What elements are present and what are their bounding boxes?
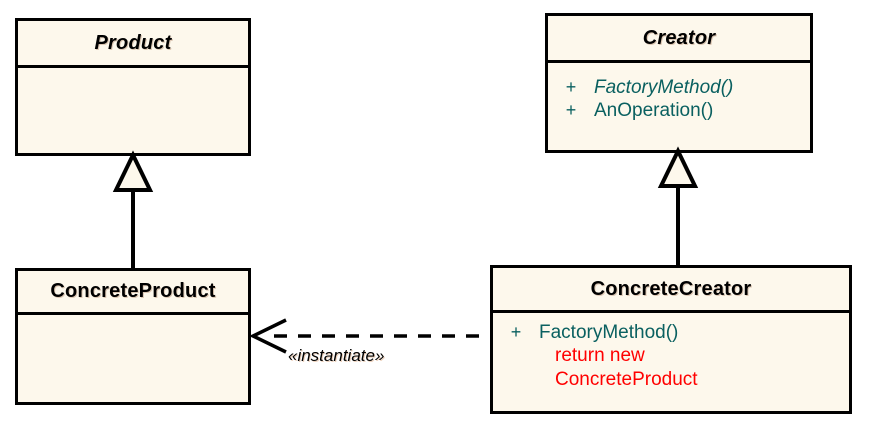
member-name: FactoryMethod() [594,77,734,98]
class-header-creator: Creator [548,16,810,63]
class-body-concrete-creator: + FactoryMethod() return new ConcretePro… [493,313,849,411]
class-name-product: Product [94,31,172,54]
code-line: return new [555,345,645,366]
generalization-creator [657,146,699,266]
class-name-concrete-product: ConcreteProduct [50,280,216,302]
member-name: AnOperation() [594,100,714,121]
class-box-product[interactable]: Product [15,18,251,156]
class-box-concrete-creator[interactable]: ConcreteCreator + FactoryMethod() return… [490,265,852,414]
member-row: + FactoryMethod() [548,76,810,99]
dependency-open-arrowhead [248,318,287,354]
member-row: + FactoryMethod() [493,321,849,344]
member-visibility: + [565,77,577,97]
generalization-triangle-product [112,150,154,192]
class-body-product [18,68,248,153]
member-visibility: + [565,100,577,120]
dependency-instantiate [248,318,492,354]
generalization-triangle-creator [657,146,699,188]
dependency-label-instantiate: «instantiate» [288,346,385,365]
class-header-concrete-product: ConcreteProduct [18,271,248,315]
class-name-concrete-creator: ConcreteCreator [590,277,752,300]
class-header-concrete-creator: ConcreteCreator [493,268,849,313]
class-box-creator[interactable]: Creator + FactoryMethod() + AnOperation(… [545,13,813,153]
code-line: ConcreteProduct [555,369,698,390]
class-body-creator: + FactoryMethod() + AnOperation() [548,63,810,150]
generalization-product [112,150,154,270]
class-name-creator: Creator [642,26,716,49]
member-visibility: + [510,322,522,342]
class-box-concrete-product[interactable]: ConcreteProduct [15,268,251,405]
class-body-concrete-product [18,315,248,402]
class-header-product: Product [18,21,248,68]
member-row: + AnOperation() [548,99,810,122]
member-name: FactoryMethod() [539,322,679,343]
